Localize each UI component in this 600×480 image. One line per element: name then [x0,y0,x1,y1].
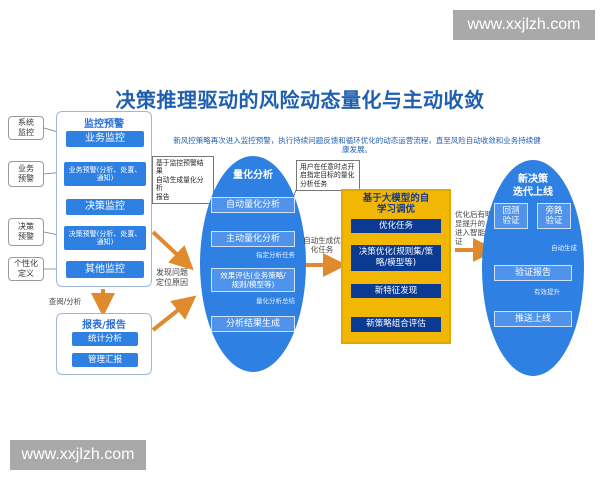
backtest-box: 回测 验证 [494,203,528,229]
deploy-title: 新决策 迭代上线 [513,174,553,198]
quant-summary-label: 量化分析总结 [256,297,295,305]
watermark-bottom: www.xxjlzh.com [10,440,146,470]
promote-label: 有效提升 [534,288,560,296]
monitor-panel-title: 监控预警 [84,119,124,130]
other-monitor-box: 其他监控 [66,261,144,278]
quant-analysis-title: 量化分析 [233,170,273,181]
side-label-system-monitor: 系统 监控 [8,116,44,140]
decision-monitor-box: 决策监控 [66,199,144,215]
deploy-label: 优化后有明 显提升的， 进入智能验 证 [455,210,493,246]
new-strategy-box: 新策略组合评估 [351,317,441,332]
intro-text: 新风控策略再次进入监控预警，执行持续问题反馈和循环优化的动态运营流程，直至风险自… [173,136,541,155]
mgmt-report-box: 管理汇报 [72,353,138,367]
opt-task-box: 优化任务 [351,219,441,233]
query-label: 查阅/分析 [48,297,82,306]
arrow-locate [151,230,194,271]
callout-user-task: 用户在任意时点开 启指定目标的量化 分析任务 [296,160,360,192]
quant-analysis-ellipse [200,156,306,372]
arrow-report-to-quant [151,295,197,332]
report-panel-title: 报表/报告 [82,320,126,331]
stat-analysis-box: 统计分析 [72,332,138,346]
side-label-decision-alert: 决策 预警 [8,218,44,246]
auto-quant-box: 自动量化分析 [211,197,295,213]
business-alert-box: 业务预警(分析、处置、 通知) [64,162,146,186]
result-gen-box: 分析结果生成 [211,316,295,332]
decision-opt-box: 决策优化(规则集/策 略/模型等) [351,245,441,271]
side-label-business-alert: 业务 预警 [8,161,44,187]
auto-opt-label: 自动生成优 化任务 [303,236,341,254]
watermark-top: www.xxjlzh.com [453,10,595,40]
verify-report-box: 验证报告 [494,265,572,281]
auto-gen-label: 自动生成 [551,244,577,252]
launch-box: 推送上线 [494,311,572,327]
side-label-custom: 个性化 定义 [8,257,44,281]
bypass-box: 旁路 验证 [537,203,571,229]
active-quant-box: 主动量化分析 [211,231,295,247]
self-learning-title: 基于大模型的自 学习调优 [362,193,430,216]
locate-label: 发现问题 定位原因 [156,268,188,287]
diagram-title: 决策推理驱动的风险动态量化与主动收敛 [115,88,485,112]
decision-alert-box: 决策预警(分析、处置、 通知) [64,226,146,250]
assign-task-label: 指定分析任务 [256,251,295,259]
effect-eval-box: 效果评估(业务策略/ 规则/模型等) [211,268,295,292]
new-feature-box: 新特征发现 [351,284,441,298]
callout-auto-report: 基于监控预警结果 自动生成量化分析 报告 [152,156,214,205]
business-monitor-box: 业务监控 [66,131,144,147]
